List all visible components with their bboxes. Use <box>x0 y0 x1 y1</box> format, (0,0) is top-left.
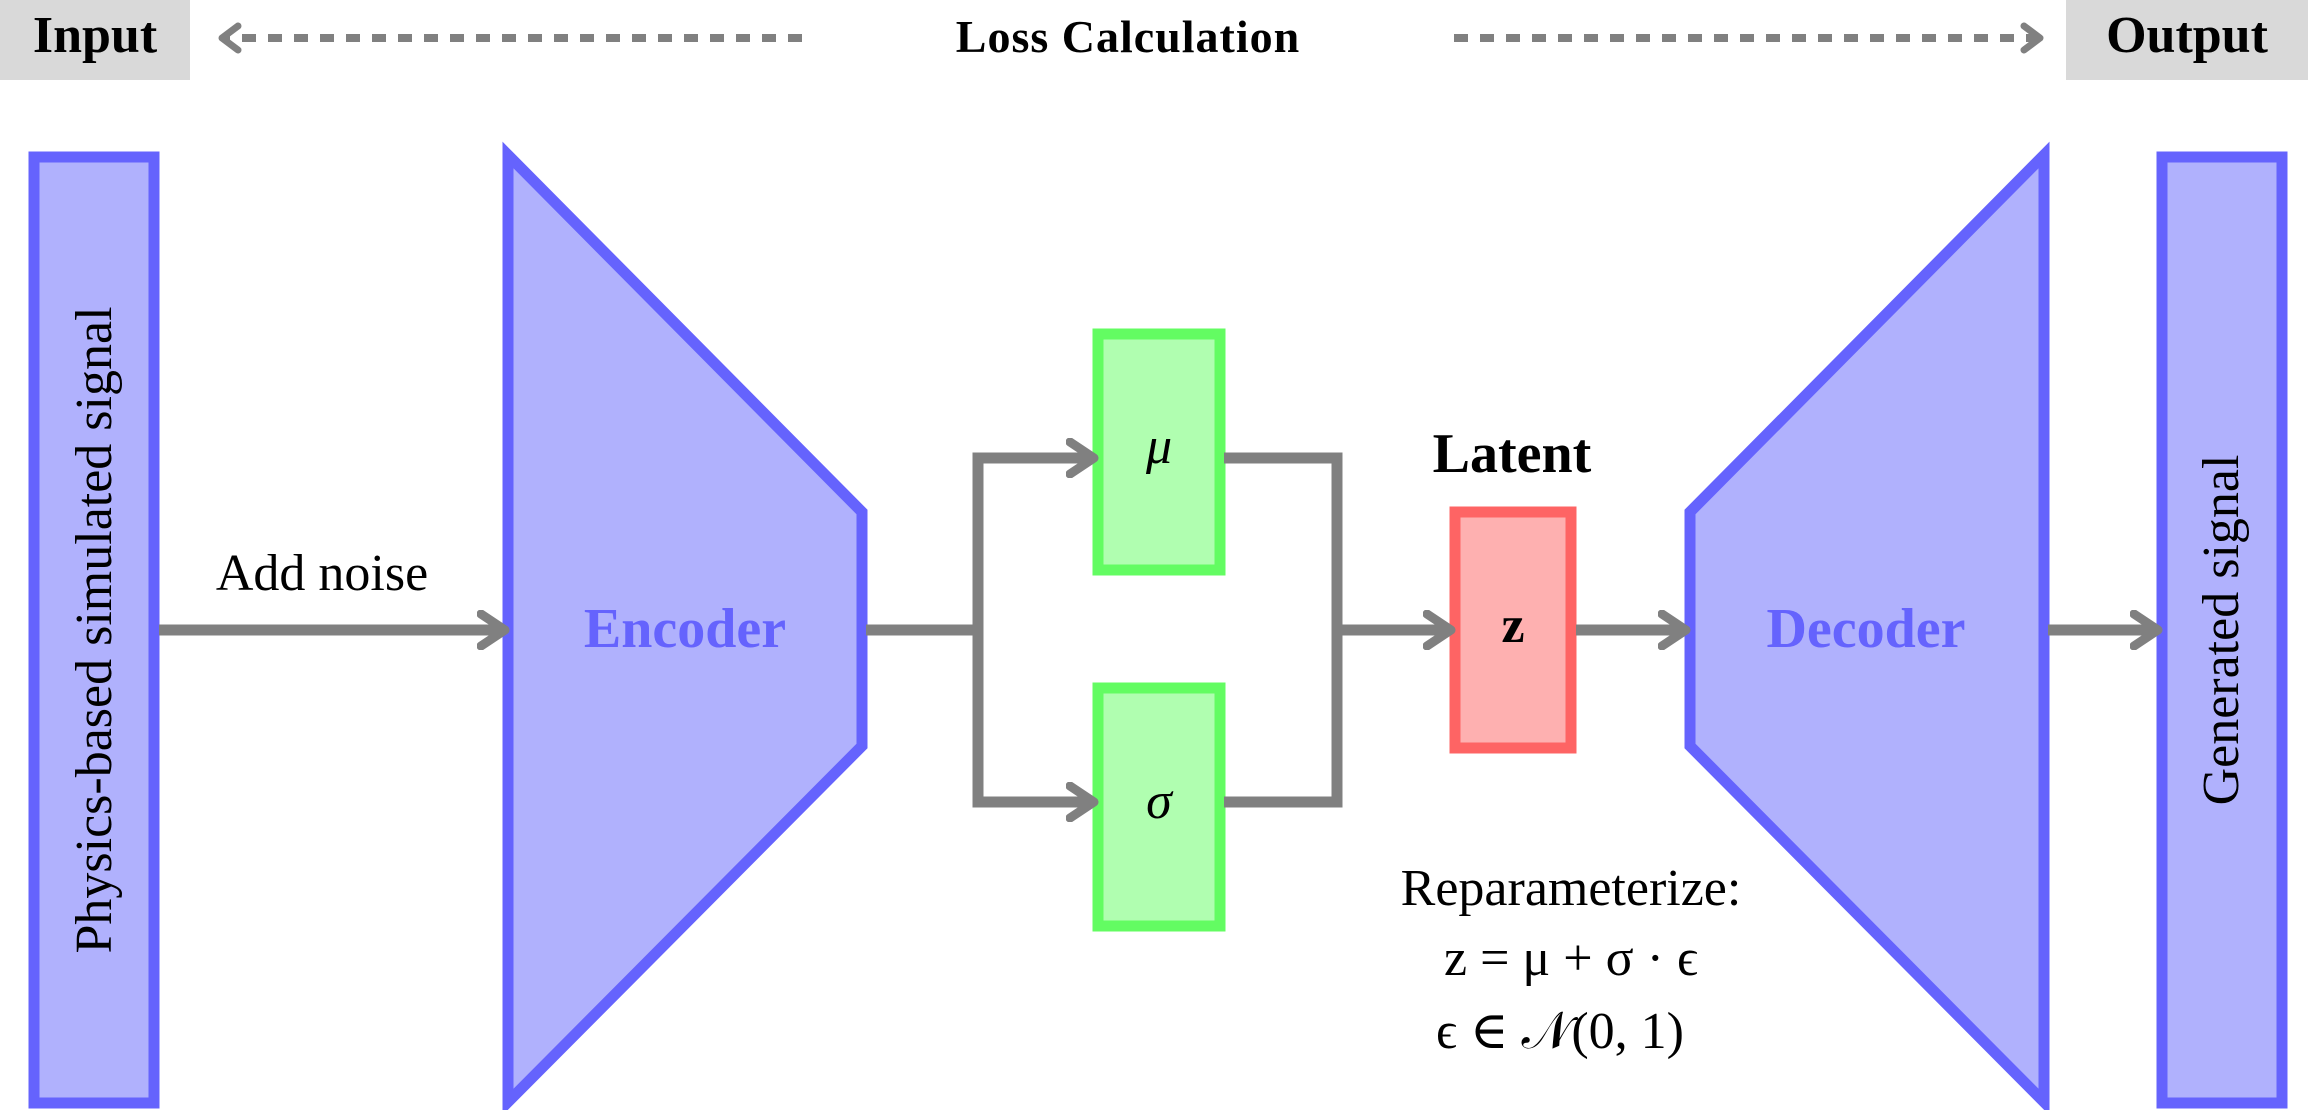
output-header-box <box>2066 0 2308 80</box>
latent-z-label: z <box>1501 597 1524 654</box>
add-noise-label: Add noise <box>216 545 428 602</box>
mu-block: μ <box>1092 328 1226 576</box>
loss-label: Loss Calculation <box>956 11 1300 62</box>
reparameterize-note: Reparameterize: z = μ + σ · ϵ ϵ ∈ 𝒩(0, 1… <box>1401 860 1742 1060</box>
arrow-to-mu <box>972 458 1094 630</box>
latent-z-rect <box>1449 506 1577 754</box>
input-header-label: Input <box>33 7 158 64</box>
latent-title: Latent <box>1433 423 1592 485</box>
sigma-block: σ <box>1092 682 1226 932</box>
output-header-label: Output <box>2106 7 2269 64</box>
output-header: Output <box>2066 0 2308 80</box>
reparam-title: Reparameterize: <box>1401 860 1742 917</box>
encoder-shape <box>502 141 868 1110</box>
connectors <box>159 458 2158 802</box>
input-signal-label: Physics-based simulated signal <box>66 306 123 953</box>
mu-rect <box>1092 328 1226 576</box>
sigma-label: σ <box>1146 773 1174 830</box>
input-header: Input <box>0 0 190 80</box>
output-signal-block: Generated signal <box>2156 151 2288 1109</box>
reparam-equation-2: ϵ ∈ 𝒩(0, 1) <box>1436 1003 1684 1060</box>
sigma-merge-line <box>1224 630 1343 808</box>
decoder-shape <box>1684 141 2050 1110</box>
reparam-equation-1: z = μ + σ · ϵ <box>1444 930 1698 987</box>
input-signal-block: Physics-based simulated signal <box>28 151 160 1109</box>
loss-calculation: Loss Calculation <box>218 11 2044 62</box>
encoder-block: Encoder <box>502 141 868 1110</box>
arrow-to-sigma <box>972 630 1094 802</box>
output-signal-label: Generated signal <box>2193 455 2250 806</box>
output-signal-rect <box>2156 151 2288 1109</box>
input-signal-rect <box>28 151 160 1109</box>
latent-block: Latent z <box>1433 423 1592 754</box>
mu-merge-line <box>1224 452 1343 630</box>
input-header-box <box>0 0 190 80</box>
mu-label: μ <box>1145 418 1172 475</box>
encoder-label: Encoder <box>584 598 786 660</box>
decoder-label: Decoder <box>1766 598 1965 660</box>
decoder-block: Decoder <box>1684 141 2050 1110</box>
